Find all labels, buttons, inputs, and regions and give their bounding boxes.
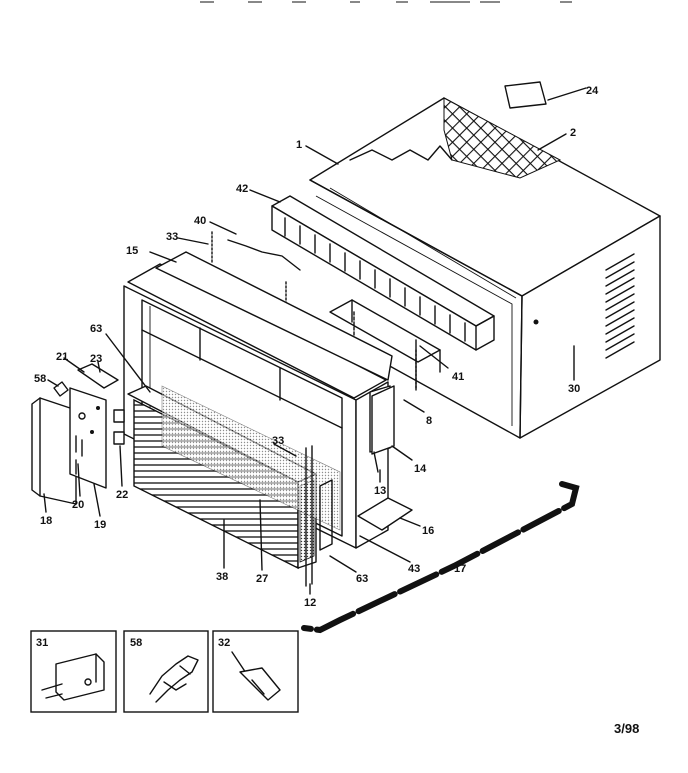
part-17-seal-strip [301, 481, 580, 634]
label-20: 20 [72, 499, 84, 511]
label-58: 58 [34, 373, 46, 385]
part-labels: 1 2 24 42 40 33 15 63 21 23 58 41 30 8 1… [34, 85, 599, 609]
part-14-bracket [371, 385, 395, 473]
inset-detail-b: 58 [123, 630, 209, 713]
label-2: 2 [570, 127, 576, 139]
cabinet-side-louvres [605, 253, 635, 359]
inset-a-number: 31 [36, 637, 48, 649]
label-21: 21 [56, 351, 68, 363]
part-22-clips [113, 409, 125, 445]
label-43: 43 [408, 563, 420, 575]
label-14: 14 [414, 463, 427, 475]
label-42: 42 [236, 183, 248, 195]
label-18: 18 [40, 515, 52, 527]
part-58-knob [53, 381, 69, 397]
part-23-switch-strip [77, 363, 119, 389]
label-40: 40 [194, 215, 206, 227]
label-19: 19 [94, 519, 106, 531]
inset-detail-c: 32 [212, 630, 299, 713]
footer-code: 3/98 [614, 721, 639, 736]
inset-b-number: 58 [130, 637, 142, 649]
cabinet-housing [309, 97, 661, 439]
label-63-left: 63 [90, 323, 102, 335]
part-24-label-plate [504, 81, 587, 109]
label-13: 13 [374, 485, 386, 497]
label-1: 1 [296, 139, 302, 151]
inset-c-number: 32 [218, 637, 230, 649]
label-27: 27 [256, 573, 268, 585]
part-27-filter [161, 385, 341, 531]
label-63-right: 63 [356, 573, 368, 585]
label-30: 30 [568, 383, 580, 395]
label-33-top: 33 [166, 231, 178, 243]
leader-lines [43, 133, 575, 595]
part-19-control-board [69, 387, 107, 489]
label-41: 41 [452, 371, 464, 383]
label-15: 15 [126, 245, 138, 257]
label-33-mid: 33 [272, 435, 284, 447]
label-23: 23 [90, 353, 102, 365]
part-16-base-plate [357, 497, 413, 531]
label-24: 24 [586, 85, 599, 97]
part-18-control-cover [31, 397, 77, 505]
label-12: 12 [304, 597, 316, 609]
part-12-post [305, 445, 333, 587]
label-38: 38 [216, 571, 228, 583]
label-16: 16 [422, 525, 434, 537]
part-42-vent-rail [271, 195, 495, 351]
label-17: 17 [454, 563, 466, 575]
label-8: 8 [426, 415, 432, 427]
label-22: 22 [116, 489, 128, 501]
inset-detail-a: 31 [30, 630, 117, 713]
